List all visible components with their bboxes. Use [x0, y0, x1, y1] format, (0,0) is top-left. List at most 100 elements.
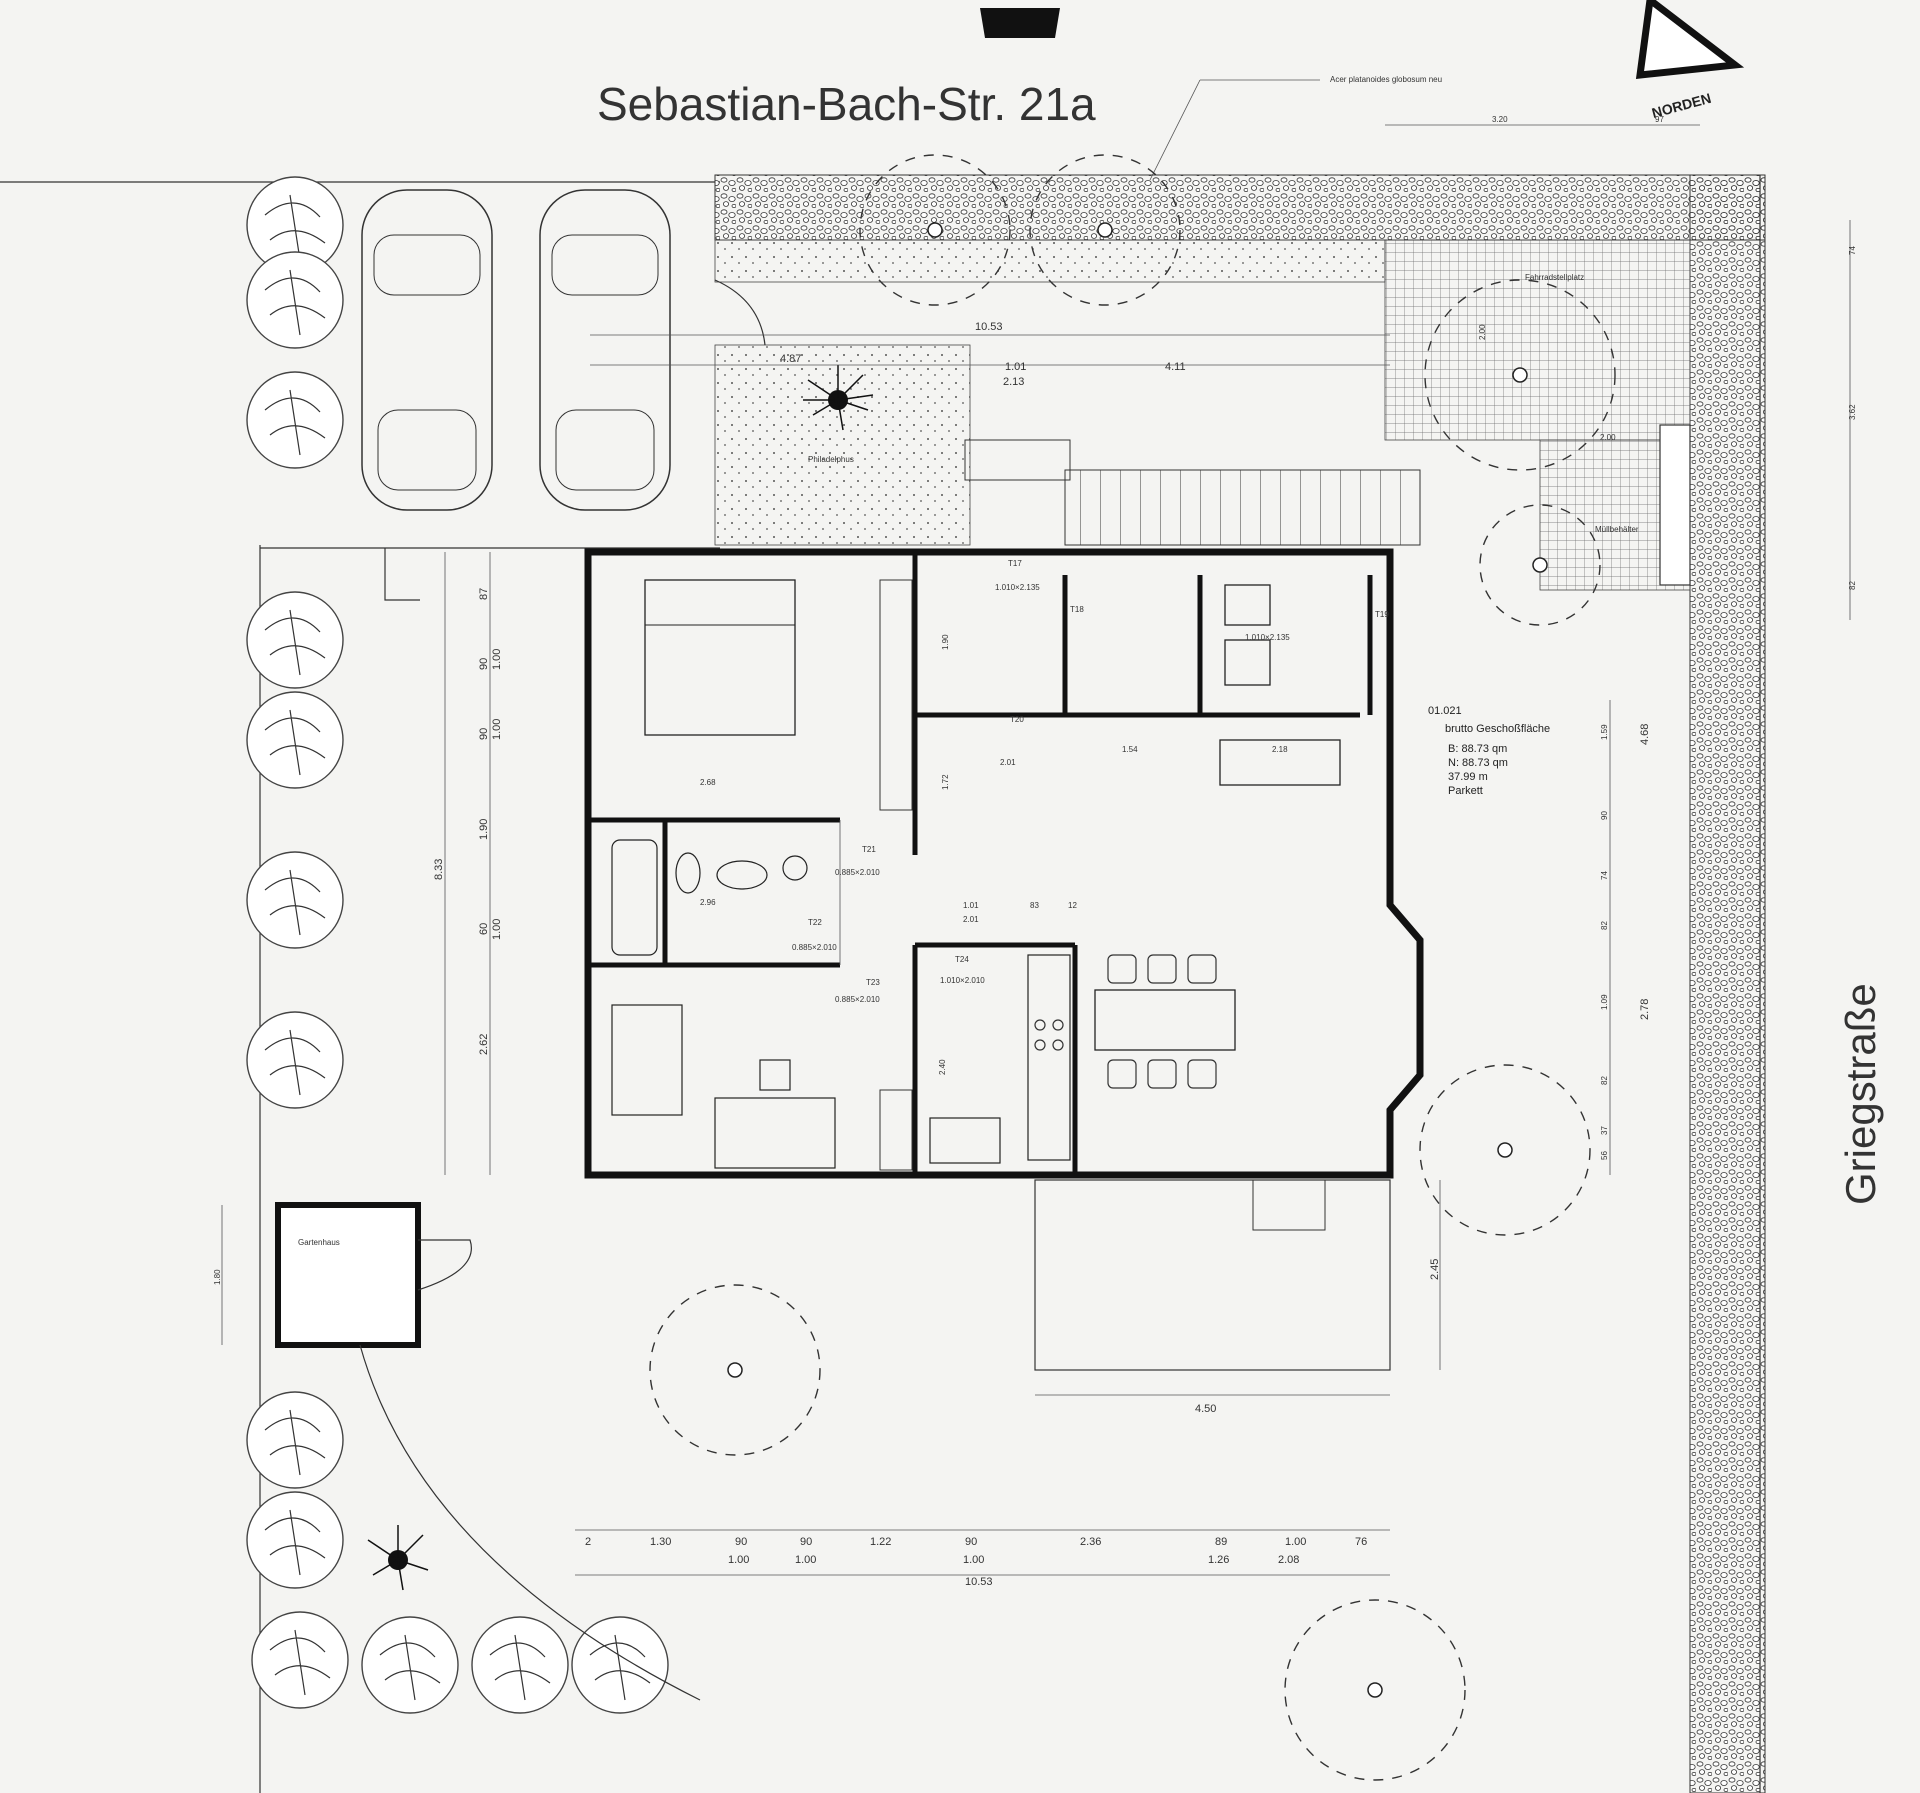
terrace [1034, 1179, 1391, 1371]
dim-far-right: 74 [1848, 246, 1857, 255]
door-size: 1.010×2.135 [1245, 633, 1290, 642]
canopy-tree-icon [1284, 1599, 1466, 1781]
door-label: T20 [1010, 715, 1024, 724]
gate-arc [714, 279, 766, 346]
canopy-tree-icon [649, 1284, 821, 1456]
door-label: T23 [866, 978, 880, 987]
flower-bush-2-icon [367, 1525, 429, 1591]
bed-2-icon [611, 1004, 683, 1116]
canopy-tree-icon [1029, 154, 1181, 306]
door-sizes: 0.885×2.010 1.010×2.135 0.885×2.010 1.01… [792, 583, 1290, 1004]
tree-icon [246, 371, 344, 469]
tree-icon [246, 1391, 344, 1489]
dim-bottom-2: 2.08 [1278, 1554, 1299, 1566]
door-label: T18 [1070, 605, 1084, 614]
car-2-icon [539, 189, 671, 511]
dim-bottom: 1.22 [870, 1536, 891, 1548]
water-tank-icon [1224, 639, 1271, 686]
room-title: brutto Geschoßfläche [1445, 723, 1550, 735]
bush-label-north: Philadelphus [808, 455, 854, 464]
tree-note: Acer platanoides globosum neu [1330, 75, 1442, 84]
dim-right-total: 2.78 [1639, 999, 1651, 1020]
north-arrow-icon: NORDEN [1635, 0, 1745, 121]
canopy-tree-icon [1419, 1064, 1591, 1236]
dim-interior: 2.40 [938, 1059, 947, 1075]
dim-top-right: 97 [1655, 115, 1664, 124]
dim-bottom: 2.36 [1080, 1536, 1101, 1548]
shed-label: Gartenhaus [298, 1238, 340, 1247]
east-pebble-strip [1689, 174, 1766, 1793]
dim-right: 90 [1600, 811, 1609, 820]
dim-top: 4.11 [1165, 361, 1186, 373]
shed-door [417, 1239, 472, 1291]
dim-bottom: 90 [965, 1536, 977, 1548]
dim-interior: 1.54 [1122, 745, 1138, 754]
dim-terrace-width: 4.50 [1195, 1403, 1216, 1415]
dim-left: 60 [478, 923, 490, 935]
dim-left-2: 1.00 [491, 719, 503, 740]
door-label: T24 [955, 955, 969, 964]
door-size: 1.010×2.010 [940, 976, 985, 985]
tree-icon [246, 851, 344, 949]
dim-left-2: 1.00 [491, 919, 503, 940]
door-label: T21 [862, 845, 876, 854]
tree-icon [251, 1611, 349, 1709]
kitchen-sink-icon [929, 1117, 1001, 1164]
car-1-icon [361, 189, 493, 511]
room-line-3: 37.99 m [1448, 771, 1488, 783]
room-info-block: 01.021 brutto Geschoßfläche B: 88.73 qm … [1428, 705, 1550, 797]
door-size: 1.010×2.135 [995, 583, 1040, 592]
sofa-icon [1219, 739, 1341, 786]
tree-icon [246, 176, 344, 274]
dining-chairs [1107, 954, 1217, 1089]
north-lawn-strip [714, 239, 1386, 283]
dimension-lines: 10.53 4.87 1.01 4.11 2.13 3.20 97 10.53 … [213, 115, 1857, 1588]
house [584, 548, 1424, 1179]
boiler-icon [1224, 584, 1271, 626]
dim-right: 82 [1600, 921, 1609, 930]
tree-icon [571, 1616, 669, 1714]
stove-icon [1034, 1019, 1064, 1051]
canopy-tree-icon [1424, 279, 1616, 471]
garden-shed [275, 1202, 421, 1348]
entrance-stairs [1064, 469, 1421, 546]
dim-right: 37 [1600, 1126, 1609, 1135]
dim-interior: 1.01 [963, 901, 979, 910]
dim-bottom: 2 [585, 1536, 591, 1548]
door-label: T17 [1008, 559, 1022, 568]
canopy-tree-icon [1479, 504, 1601, 626]
tree-icon [471, 1616, 569, 1714]
street-name-north: Sebastian-Bach-Str. 21a [597, 78, 1096, 130]
dim-top: 1.01 [1005, 361, 1026, 373]
dim-left-total: 8.33 [433, 859, 445, 880]
ne-paving [1384, 239, 1691, 441]
room-number: 01.021 [1428, 705, 1462, 717]
dim-terrace-height: 2.45 [1429, 1259, 1441, 1280]
street-name-east: Griegstraße [1837, 983, 1884, 1205]
dim-bottom-2: 1.00 [963, 1554, 984, 1566]
dim-left: 90 [478, 658, 490, 670]
dim-bottom: 89 [1215, 1536, 1227, 1548]
door-label: T19 [1375, 610, 1389, 619]
dim-shed: 1.80 [213, 1269, 222, 1285]
dim-right-total: 4.68 [1639, 724, 1651, 745]
dim-bottom: 90 [800, 1536, 812, 1548]
dim-bottom-2: 1.26 [1208, 1554, 1229, 1566]
tree-row [246, 176, 669, 1714]
entrance-marker [980, 8, 1060, 38]
dim-right: 56 [1600, 1151, 1609, 1160]
tree-icon [246, 1491, 344, 1589]
dim-bottom: 90 [735, 1536, 747, 1548]
dim-top-right: 3.20 [1492, 115, 1508, 124]
dim-left: 90 [478, 728, 490, 740]
dim-top: 2.13 [1003, 376, 1024, 388]
canopy-tree-icon [859, 154, 1011, 306]
dining-table-icon [1094, 989, 1236, 1051]
room-line-2: N: 88.73 qm [1448, 757, 1508, 769]
canopy-trees [649, 154, 1616, 1781]
dim-bottom: 1.30 [650, 1536, 671, 1548]
dim-left: 2.62 [478, 1034, 490, 1055]
house-outer-wall [584, 548, 1424, 1179]
kitchen-counter [1027, 954, 1071, 1161]
